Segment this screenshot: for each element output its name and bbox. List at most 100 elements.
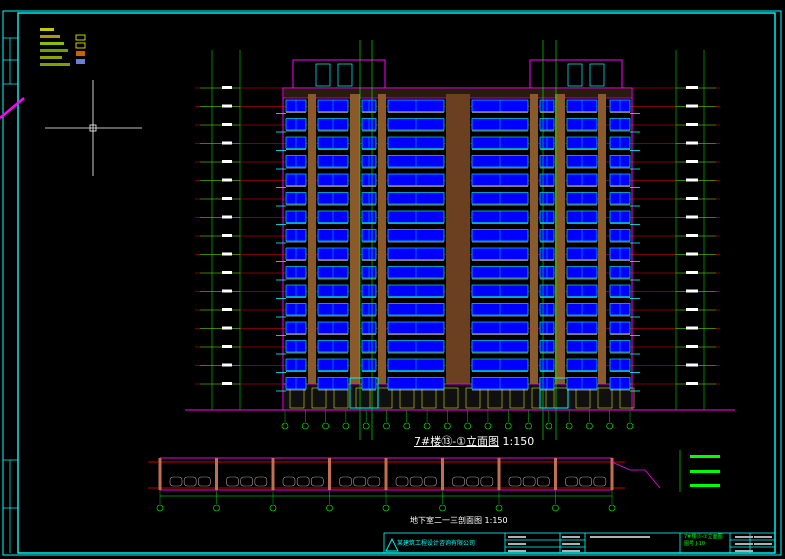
level-label-mark xyxy=(686,104,698,108)
basement-axis-bubble xyxy=(382,504,390,512)
basement-axis-bubble xyxy=(156,504,164,512)
axis-bubble xyxy=(606,422,614,430)
magenta-marker-line xyxy=(0,97,25,119)
level-label-mark xyxy=(686,197,698,200)
level-label-mark xyxy=(222,160,232,163)
parked-car xyxy=(579,476,592,487)
level-label-mark xyxy=(222,104,232,108)
level-label-mark xyxy=(222,123,232,126)
core-wall xyxy=(530,94,538,384)
level-label-mark xyxy=(222,178,232,182)
level-label-mark xyxy=(222,326,232,330)
level-label-mark xyxy=(222,308,232,311)
axis-bubble xyxy=(342,422,350,430)
axis-bubble xyxy=(403,422,411,430)
axis-bubble xyxy=(301,422,309,430)
level-label-mark xyxy=(686,123,698,126)
axis-bubble xyxy=(586,422,593,430)
roof-tower-left xyxy=(292,59,386,91)
level-label-mark xyxy=(222,345,232,348)
basement-column xyxy=(384,458,388,490)
parked-car xyxy=(282,476,296,487)
axis-bubble xyxy=(322,422,329,430)
ramp-level-label xyxy=(690,470,720,473)
basement-column xyxy=(610,458,614,490)
axis-bubble xyxy=(565,422,573,430)
title-block-entry xyxy=(508,550,526,552)
level-label-mark xyxy=(686,160,698,163)
title-block-entry xyxy=(754,543,772,545)
title-block-entry xyxy=(562,536,580,538)
axis-bubble xyxy=(423,422,431,430)
elevation-windows xyxy=(276,63,640,392)
axis-bubble xyxy=(362,422,370,430)
ground-opening xyxy=(531,387,547,409)
parked-car xyxy=(198,476,211,487)
basement-axis-bubble xyxy=(608,504,616,512)
layer-legend xyxy=(40,28,86,66)
level-label-mark xyxy=(222,86,232,89)
level-label-mark xyxy=(222,289,232,293)
basement-axis-bubble xyxy=(439,504,446,512)
parked-car xyxy=(226,476,239,487)
basement-section-title: 地下室二一三剖面图 1:150 xyxy=(410,516,508,525)
core-wall xyxy=(350,94,360,384)
building-elevation[interactable] xyxy=(282,59,635,411)
parked-car xyxy=(522,476,536,487)
parked-car xyxy=(480,476,494,487)
basement-ramp xyxy=(611,461,661,489)
basement-column xyxy=(215,458,218,490)
level-label-mark xyxy=(686,382,698,385)
basement-column xyxy=(554,458,557,490)
title-block xyxy=(383,532,776,554)
title-block-entry xyxy=(735,550,753,552)
axis-bubble xyxy=(504,422,512,430)
basement-axis-bubble xyxy=(552,504,559,512)
level-label-mark xyxy=(686,271,698,274)
roof-tower-right xyxy=(529,59,623,91)
parked-car xyxy=(339,476,352,487)
titleblock-sheet-name: 7#楼⑬-①立面图 xyxy=(684,534,723,540)
basement-section[interactable] xyxy=(148,450,720,512)
title-block-logo-icon xyxy=(385,537,399,552)
parked-car xyxy=(296,476,310,487)
title-block-entry xyxy=(754,536,772,538)
basement-axis-bubble xyxy=(495,504,503,512)
level-label-mark xyxy=(222,363,232,367)
level-label-mark xyxy=(686,363,698,367)
level-label-mark xyxy=(222,382,232,385)
parked-car xyxy=(311,476,324,487)
parked-car xyxy=(565,476,578,487)
parked-car xyxy=(466,476,479,487)
title-block-entry xyxy=(508,543,526,545)
parked-car xyxy=(254,476,268,487)
core-wall xyxy=(308,94,316,384)
level-label-mark xyxy=(686,289,698,293)
basement-column xyxy=(271,458,275,490)
level-label-mark xyxy=(222,252,232,256)
title-block-entry xyxy=(735,543,753,545)
title-block-entry xyxy=(735,536,753,538)
tower-window xyxy=(589,63,605,87)
parked-car xyxy=(593,476,607,487)
titleblock-sheet-number: 图号 J-10 xyxy=(684,541,706,547)
title-block-entry xyxy=(562,550,580,552)
axis-bubble xyxy=(525,422,532,430)
level-label-mark xyxy=(222,271,232,274)
level-label-mark xyxy=(686,234,698,237)
basement-axis-bubble xyxy=(213,504,220,512)
core-wall xyxy=(378,94,386,384)
tower-window xyxy=(337,63,353,87)
title-block-entry xyxy=(590,536,650,538)
parked-car xyxy=(353,476,366,487)
title-block-entry xyxy=(508,536,526,538)
parked-car xyxy=(183,476,197,487)
ground-opening xyxy=(443,387,459,409)
level-label-mark xyxy=(686,215,698,219)
tower-window xyxy=(567,63,583,87)
ground-opening xyxy=(597,387,613,409)
title-block-text-lines xyxy=(508,536,772,552)
level-label-mark xyxy=(686,178,698,182)
level-label-mark xyxy=(222,197,232,200)
